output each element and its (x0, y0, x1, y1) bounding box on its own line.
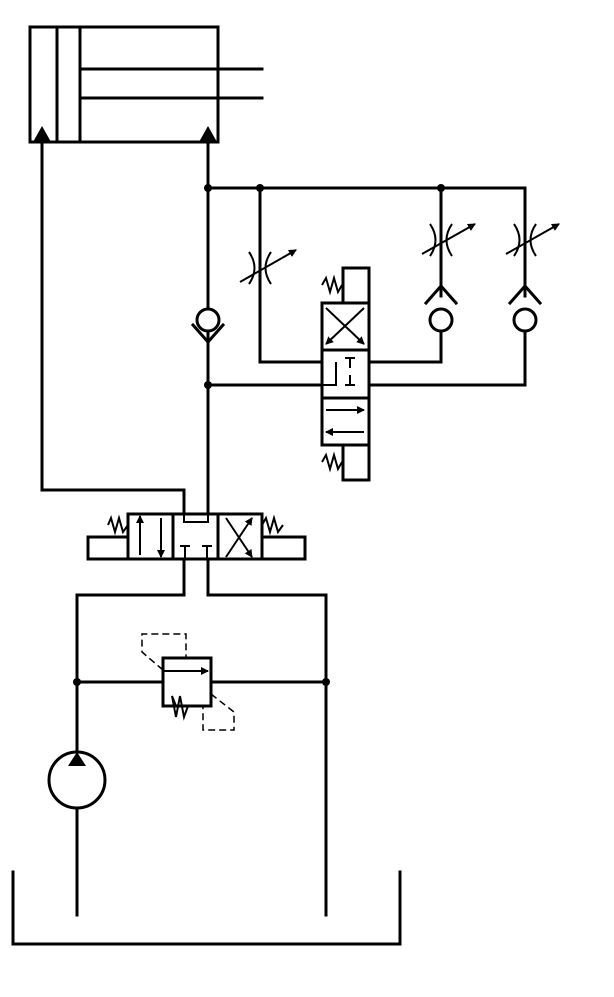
check-valve-right (507, 283, 543, 333)
directional-valve-4-3 (86, 512, 307, 561)
hydraulic-pump (47, 750, 107, 810)
throttle-valve-right (505, 223, 560, 257)
directional-valve-4-2 (320, 266, 371, 482)
throttle-valve-left (239, 249, 297, 285)
cylinder-port-a-arrow (33, 126, 51, 142)
pressure-lines (40, 140, 527, 516)
check-valve-main (190, 307, 226, 345)
tank (11, 870, 402, 946)
pressure-relief-valve (141, 633, 235, 731)
cylinder-port-b-arrow (199, 126, 217, 142)
throttle-valve-middle (421, 223, 476, 257)
junction-dots (73, 184, 445, 686)
supply-return-lines (75, 557, 328, 917)
double-acting-cylinder (28, 25, 264, 144)
check-valve-middle (423, 283, 459, 333)
